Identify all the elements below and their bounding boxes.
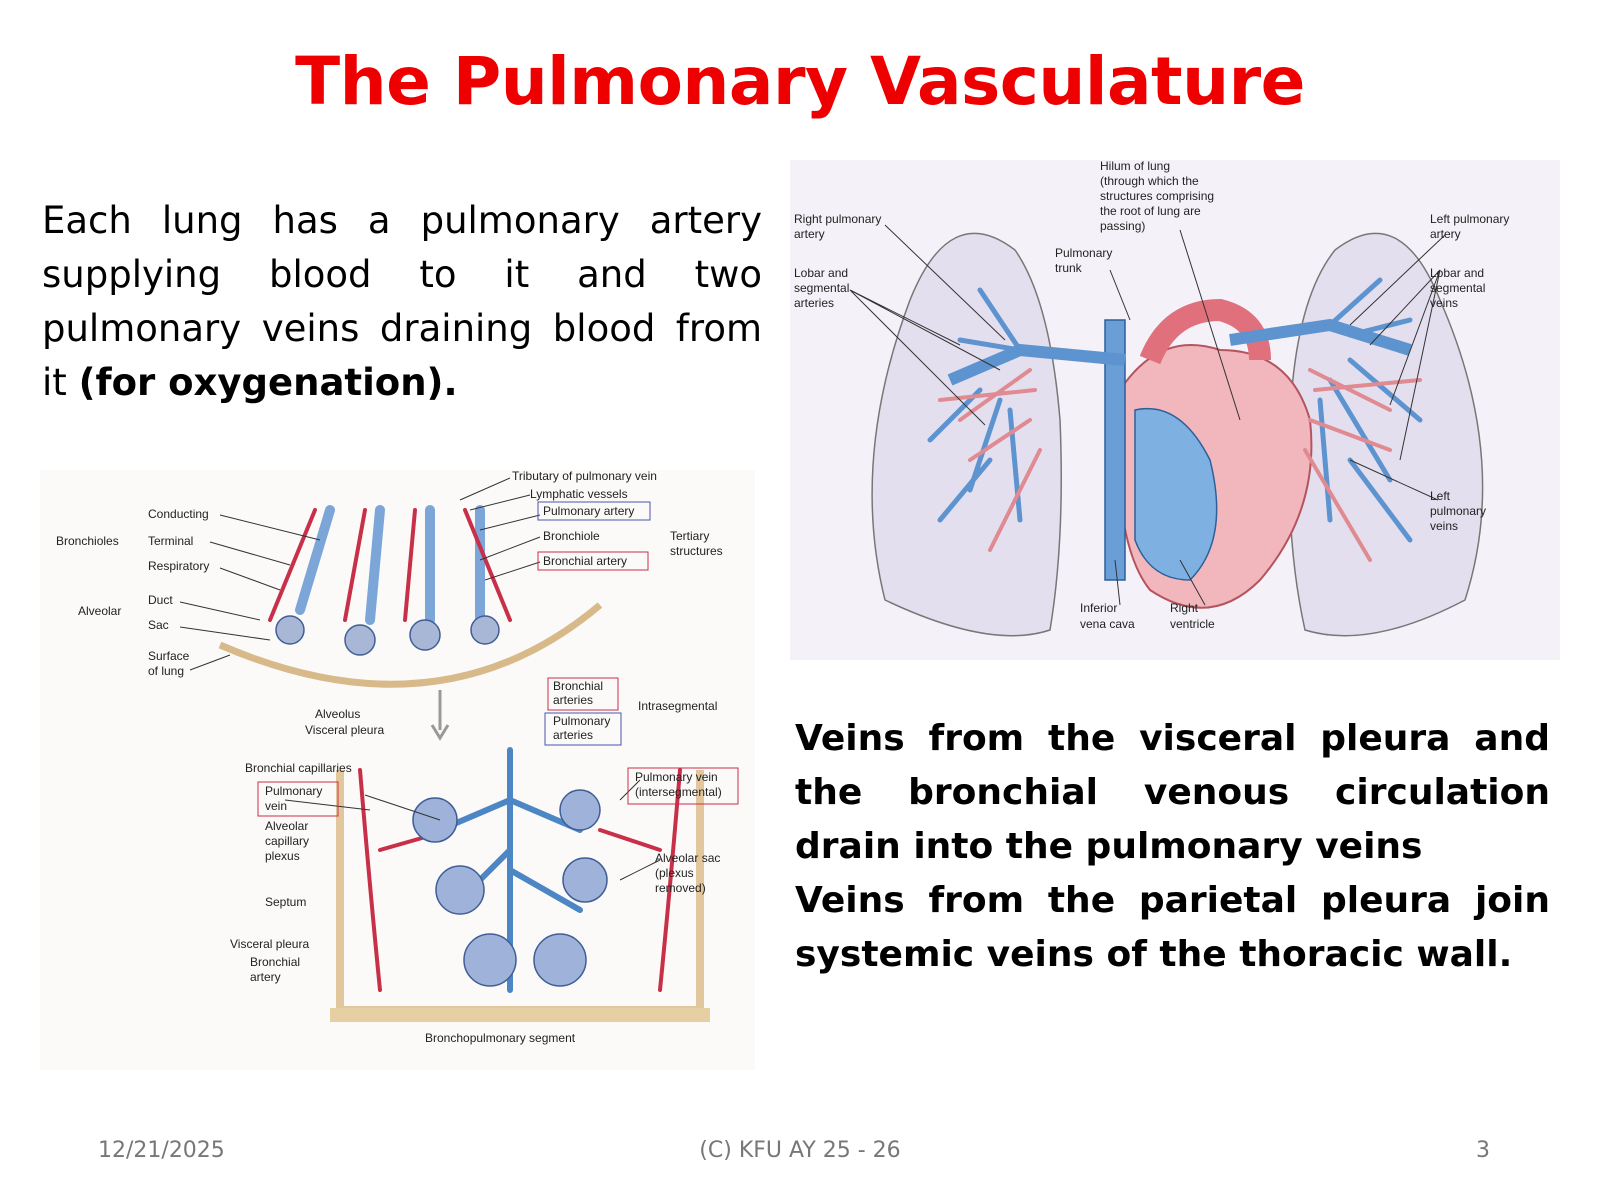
hilum-label-3: structures comprising <box>1100 189 1214 203</box>
surface-label-2: of lung <box>148 664 184 678</box>
superior-vena-cava <box>1104 319 1126 581</box>
bronchial-capillaries-label: Bronchial capillaries <box>245 761 352 775</box>
terminal-label: Terminal <box>148 534 193 548</box>
pulmonary-trunk-label-2: trunk <box>1055 261 1083 275</box>
bronchial-leader-lines <box>179 477 661 881</box>
right-pulmonary-artery-label-1: Right pulmonary <box>794 212 881 226</box>
bronchioles-label: Bronchioles <box>56 534 119 548</box>
segment-vessels <box>358 747 682 993</box>
slide-title: The Pulmonary Vasculature <box>295 43 1305 120</box>
lung-branches <box>927 277 1423 562</box>
inferior-vena-cava-label-2: vena cava <box>1080 617 1135 631</box>
page-number: 3 <box>1476 1138 1490 1163</box>
bronchial-arteries-label-2: arteries <box>553 693 593 707</box>
footer-date: 12/21/2025 <box>98 1138 225 1163</box>
lung-surface-arc <box>218 602 603 688</box>
intro-bold-text: (for oxygenation). <box>78 361 458 404</box>
lobar-veins-label-3: veins <box>1430 296 1458 310</box>
respiratory-label: Respiratory <box>148 559 209 573</box>
bronchial-labels: Tributary of pulmonary vein Lymphatic ve… <box>56 470 739 1045</box>
pulmonary-trunk-label-1: Pulmonary <box>1055 246 1112 260</box>
bronchial-arteries-label-1: Bronchial <box>553 679 603 693</box>
lobar-arteries-label-1: Lobar and <box>794 266 848 280</box>
right-pulmonary-artery-label-2: artery <box>794 227 825 241</box>
heart-labels: Hilum of lung (through which the structu… <box>794 160 1509 631</box>
left-pulmonary-artery-label-1: Left pulmonary <box>1430 212 1509 226</box>
left-pulmonary-artery-label-2: artery <box>1430 227 1461 241</box>
right-ventricle-shape <box>1134 407 1218 581</box>
pulmonary-vein-label-2: vein <box>265 799 287 813</box>
bronchiole-tubes <box>268 505 512 625</box>
intrasegmental-label: Intrasegmental <box>638 699 717 713</box>
segment-label: Bronchopulmonary segment <box>425 1031 576 1045</box>
bronchial-artery-bottom-label-1: Bronchial <box>250 955 300 969</box>
tertiary-label-2: structures <box>670 544 723 558</box>
segment-alveoli <box>412 789 608 987</box>
alveolar-capillary-label-2: capillary <box>265 834 309 848</box>
bronchial-artery-bottom-label-2: artery <box>250 970 281 984</box>
left-pulmonary-veins-label-2: pulmonary <box>1430 504 1486 518</box>
left-lung-shape <box>1288 232 1484 637</box>
pulmonary-arteries-label-2: arteries <box>553 728 593 742</box>
heart-leader-lines <box>849 224 1446 606</box>
visceral-pleura-label: Visceral pleura <box>230 937 309 951</box>
right-ventricle-label-1: Right <box>1170 601 1199 615</box>
alveolar-sac-label-2: (plexus <box>655 866 694 880</box>
alveolar-capillary-label-1: Alveolar <box>265 819 308 833</box>
left-pulmonary-veins-label-3: veins <box>1430 519 1458 533</box>
alveolar-sac-label-1: Alveolar sac <box>655 851 720 865</box>
intro-paragraph: Each lung has a pulmonary artery supplyi… <box>42 194 762 410</box>
footer-copyright: (C) KFU AY 25 - 26 <box>699 1138 901 1163</box>
lymphatic-label: Lymphatic vessels <box>530 487 628 501</box>
hilum-label-2: (through which the <box>1100 174 1199 188</box>
septum-label: Septum <box>265 895 306 909</box>
sac-label: Sac <box>148 618 169 632</box>
intro-text: Each lung has a pulmonary artery supplyi… <box>42 199 762 404</box>
pulmonary-vein-label-1: Pulmonary <box>265 784 322 798</box>
alveolar-capillary-label-3: plexus <box>265 849 300 863</box>
pulmonary-vein-inter-label-1: Pulmonary vein <box>635 770 718 784</box>
alveoli-clusters <box>275 615 500 656</box>
pulmonary-arteries-label-1: Pulmonary <box>553 714 610 728</box>
veins-paragraph: Veins from the visceral pleura and the b… <box>795 712 1550 982</box>
tributary-label: Tributary of pulmonary vein <box>512 470 657 483</box>
veins-text-2: Veins from the parietal pleura join syst… <box>795 880 1550 975</box>
hilum-label-4: the root of lung are <box>1100 204 1201 218</box>
conducting-label: Conducting <box>148 507 209 521</box>
right-lung-shape <box>871 232 1062 637</box>
alveolar-sac-label-3: removed) <box>655 881 706 895</box>
bronchopulmonary-segment-figure: Tributary of pulmonary vein Lymphatic ve… <box>40 470 755 1070</box>
surface-label-1: Surface <box>148 649 190 663</box>
pulmonary-artery-label: Pulmonary artery <box>543 504 634 518</box>
pulmonary-vessels-figure: Hilum of lung (through which the structu… <box>790 160 1560 660</box>
lobar-veins-label-2: segmental <box>1430 281 1485 295</box>
bronchial-artery-label: Bronchial artery <box>543 554 627 568</box>
lobar-arteries-label-3: arteries <box>794 296 834 310</box>
hilum-label-1: Hilum of lung <box>1100 160 1170 173</box>
duct-label: Duct <box>148 593 173 607</box>
lobar-veins-label-1: Lobar and <box>1430 266 1484 280</box>
lobar-arteries-label-2: segmental <box>794 281 849 295</box>
right-ventricle-label-2: ventricle <box>1170 617 1215 631</box>
hilum-label-5: passing) <box>1100 219 1145 233</box>
veins-text-1: Veins from the visceral pleura and the b… <box>795 718 1550 867</box>
left-pulmonary-veins-label-1: Left <box>1430 489 1451 503</box>
bronchiole-label: Bronchiole <box>543 529 600 543</box>
tertiary-label-1: Tertiary <box>670 529 709 543</box>
pulmonary-vein-inter-label-2: (intersegmental) <box>635 785 722 799</box>
inferior-vena-cava-label-1: Inferior <box>1080 601 1117 615</box>
alveolus-label: Alveolus <box>315 707 360 721</box>
alveolar-label: Alveolar <box>78 604 121 618</box>
visceral-pleura-top-label: Visceral pleura <box>305 723 384 737</box>
